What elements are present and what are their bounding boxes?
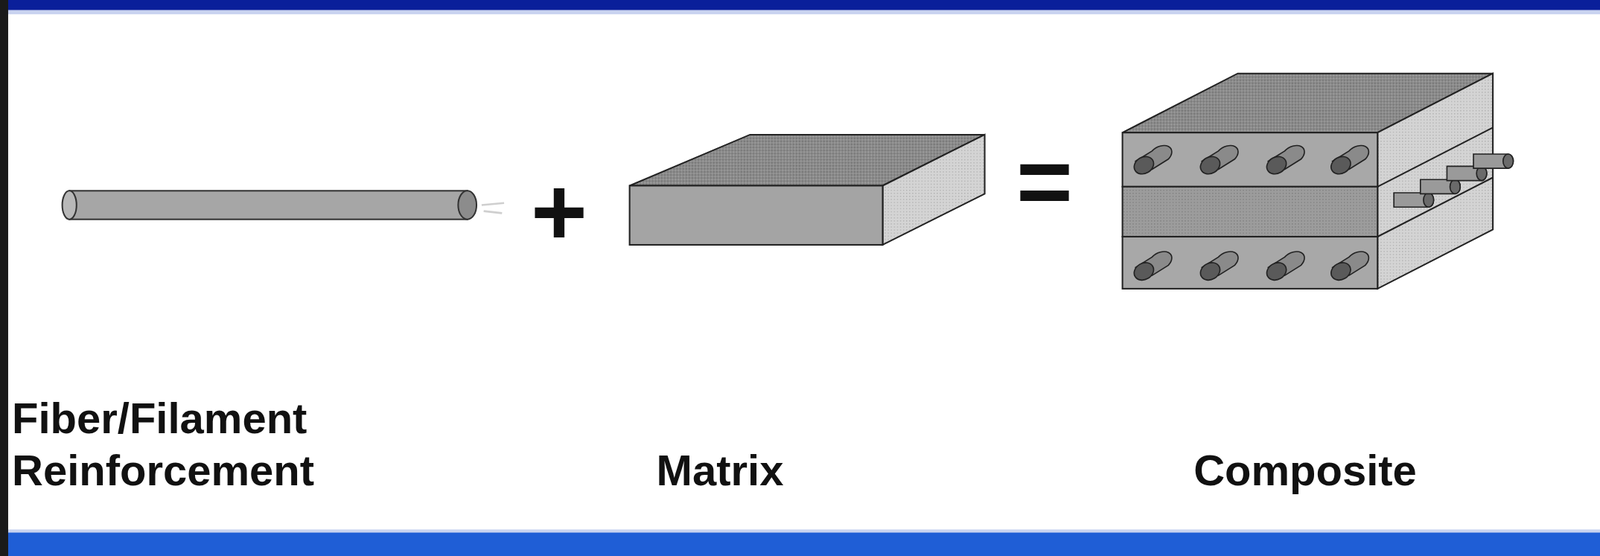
plus-sign: + — [530, 163, 588, 260]
part-label: Composite — [1193, 444, 1417, 497]
part-label: Matrix — [656, 444, 784, 497]
equals-sign: = — [1016, 132, 1073, 230]
part-label: Fiber/Filament Reinforcement — [11, 392, 414, 497]
